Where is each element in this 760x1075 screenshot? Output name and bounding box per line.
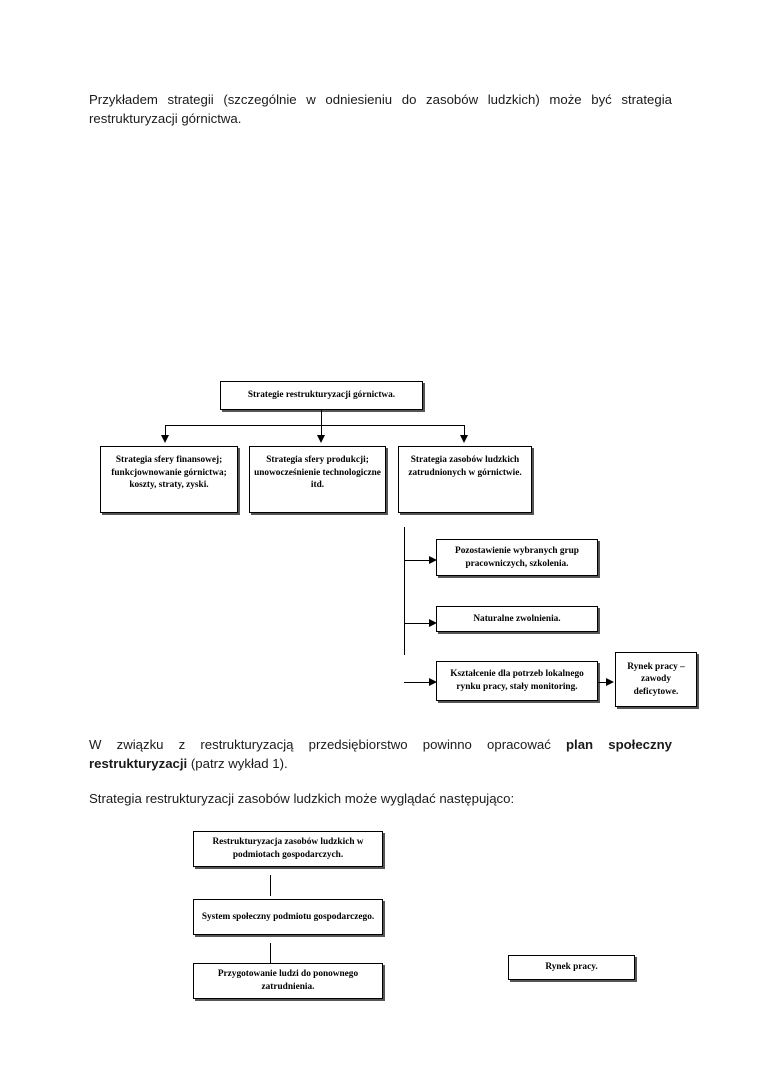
connector-sub-2 bbox=[404, 623, 432, 624]
connector-bottom-2-3 bbox=[270, 943, 271, 964]
diagram-node-sub-2-label: Naturalne zwolnienia. bbox=[473, 613, 561, 624]
diagram-bottom-node-side-label: Rynek pracy. bbox=[545, 962, 598, 973]
connector-sub-1 bbox=[404, 560, 432, 561]
diagram-bottom-node-side[interactable]: Rynek pracy. bbox=[508, 955, 635, 980]
arrow-down-icon-2 bbox=[317, 435, 325, 443]
diagram-bottom-node-1-label: Restrukturyzacja zasobów ludzkich w podm… bbox=[212, 837, 364, 860]
connector-spine-vertical bbox=[404, 527, 405, 655]
paragraph-plan: W związku z restrukturyzacją przedsiębio… bbox=[89, 735, 672, 773]
diagram-node-branch-1[interactable]: Strategia sfery finansowej; funkcjownowa… bbox=[100, 446, 238, 513]
diagram-node-sub-2[interactable]: Naturalne zwolnienia. bbox=[436, 606, 598, 632]
diagram-node-outcome[interactable]: Rynek pracy – zawody deficytowe. bbox=[615, 652, 697, 707]
diagram-bottom-node-2[interactable]: System społeczny podmiotu gospodarczego. bbox=[193, 899, 383, 935]
diagram-node-root[interactable]: Strategie restrukturyzacji górnictwa. bbox=[220, 381, 423, 410]
paragraph-intro: Przykładem strategii (szczególnie w odni… bbox=[89, 92, 672, 126]
arrow-right-icon-1 bbox=[429, 556, 437, 564]
paragraph-strategy-intro: Strategia restrukturyzacji zasobów ludzk… bbox=[89, 791, 515, 806]
connector-drop-2 bbox=[321, 425, 322, 437]
diagram-node-branch-2-label: Strategia sfery produkcji; unowocześnien… bbox=[254, 455, 381, 491]
paragraph-plan-bold: plan społeczny restrukturyzacji bbox=[89, 737, 672, 771]
connector-bottom-1-2 bbox=[270, 875, 271, 896]
diagram-node-sub-3[interactable]: Kształcenie dla potrzeb lokalnego rynku … bbox=[436, 661, 598, 701]
diagram-node-branch-3-label: Strategia zasobów ludzkich zatrudnionych… bbox=[408, 455, 522, 478]
arrow-right-icon-2 bbox=[429, 619, 437, 627]
arrow-right-icon-3 bbox=[429, 678, 437, 686]
connector-sub-3 bbox=[404, 682, 432, 683]
diagram-node-branch-1-label: Strategia sfery finansowej; funkcjownowa… bbox=[111, 455, 227, 491]
arrow-down-icon-3 bbox=[460, 435, 468, 443]
diagram-node-outcome-label: Rynek pracy – zawody deficytowe. bbox=[627, 661, 685, 697]
arrow-down-icon-1 bbox=[161, 435, 169, 443]
paragraph-plan-suffix: (patrz wykład 1). bbox=[187, 756, 288, 771]
connector-root-stem bbox=[321, 410, 322, 425]
diagram-bottom-node-3-label: Przygotowanie ludzi do ponownego zatrudn… bbox=[217, 969, 359, 992]
connector-drop-3 bbox=[464, 425, 465, 437]
arrow-right-icon-outcome bbox=[606, 678, 614, 686]
diagram-node-branch-2[interactable]: Strategia sfery produkcji; unowocześnien… bbox=[249, 446, 386, 513]
connector-drop-1 bbox=[165, 425, 166, 437]
diagram-node-sub-1-label: Pozostawienie wybranych grup pracowniczy… bbox=[455, 545, 579, 569]
diagram-node-root-label: Strategie restrukturyzacji górnictwa. bbox=[247, 390, 396, 401]
diagram-bottom-node-1[interactable]: Restrukturyzacja zasobów ludzkich w podm… bbox=[193, 831, 383, 867]
connector-outcome bbox=[598, 682, 609, 683]
diagram-bottom-node-2-label: System społeczny podmiotu gospodarczego. bbox=[201, 911, 375, 922]
diagram-node-sub-3-label: Kształcenie dla potrzeb lokalnego rynku … bbox=[450, 669, 584, 692]
diagram-node-sub-1[interactable]: Pozostawienie wybranych grup pracowniczy… bbox=[436, 539, 598, 576]
connector-bus-horizontal bbox=[165, 425, 465, 426]
paragraph-plan-prefix: W związku z restrukturyzacją przedsiębio… bbox=[89, 737, 566, 752]
diagram-node-branch-3[interactable]: Strategia zasobów ludzkich zatrudnionych… bbox=[398, 446, 532, 513]
diagram-bottom-node-3[interactable]: Przygotowanie ludzi do ponownego zatrudn… bbox=[193, 963, 383, 999]
